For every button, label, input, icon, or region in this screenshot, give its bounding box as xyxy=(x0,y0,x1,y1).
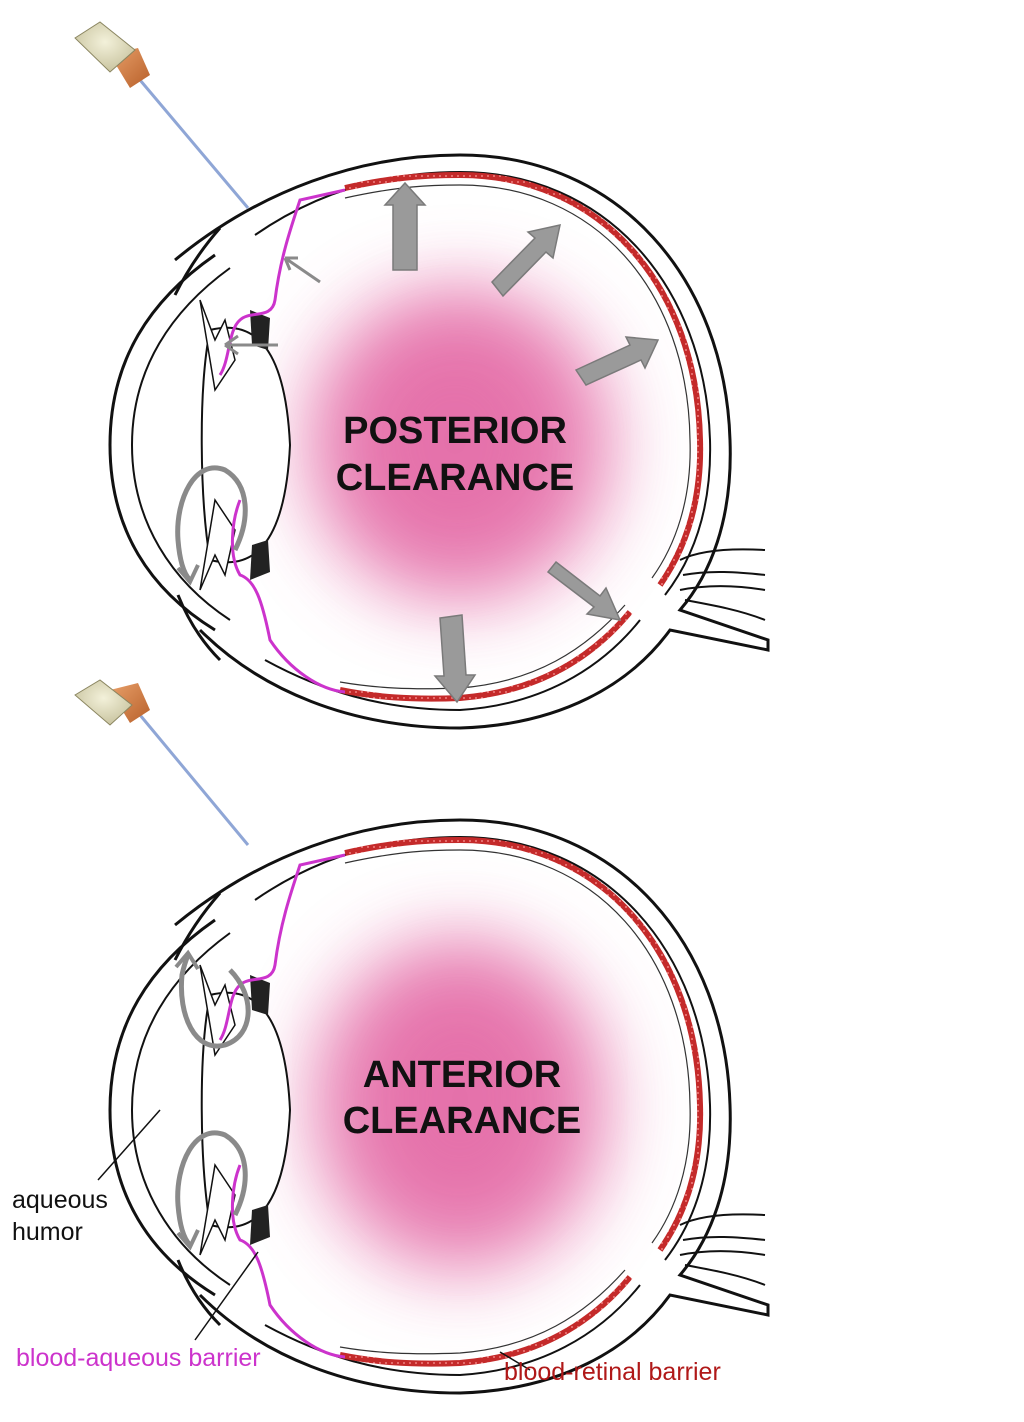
injection-needle-bottom xyxy=(74,679,250,846)
retina-band-lower xyxy=(339,610,633,702)
loop-arrow-lower xyxy=(175,1130,248,1247)
leader-blood-retinal xyxy=(499,1351,531,1371)
upper-eyelid xyxy=(173,892,222,961)
leader-blood-aqueous xyxy=(194,1251,259,1341)
retina-band xyxy=(344,171,704,587)
optic-nerve xyxy=(679,548,766,621)
posterior-outflow-arrows xyxy=(383,181,660,704)
label-blood-retinal-barrier: blood-retinal barrier xyxy=(504,1358,721,1386)
upper-eyelid xyxy=(173,227,222,296)
arrow-to-iris-upper xyxy=(283,256,321,284)
anterior-outflow-arrows xyxy=(175,256,321,586)
cornea-inner xyxy=(130,267,231,621)
label-aqueous-line1: aqueous xyxy=(12,1186,108,1214)
arrow-to-ciliary xyxy=(224,334,278,356)
eye-diagram-bottom: ANTERIOR CLEARANCE xyxy=(108,818,770,1395)
blood-aqueous-barrier xyxy=(218,853,346,1359)
eye-diagram-top: POSTERIOR CLEARANCE xyxy=(108,153,770,730)
label-blood-aqueous-barrier: blood-aqueous barrier xyxy=(16,1344,261,1372)
panel-title-line2: CLEARANCE xyxy=(336,457,575,499)
label-aqueous-line2: humor xyxy=(12,1218,83,1246)
loop-arrow-lower xyxy=(175,465,248,582)
retina-band xyxy=(344,836,704,1252)
lower-eyelid xyxy=(176,594,222,662)
iris-lower xyxy=(199,1163,236,1256)
cornea xyxy=(108,918,216,1297)
leader-aqueous xyxy=(97,1109,161,1181)
lower-eyelid xyxy=(176,1259,222,1327)
iris-upper xyxy=(199,964,236,1057)
loop-arrowhead-upper xyxy=(174,949,200,971)
ciliary-lower xyxy=(250,1205,270,1245)
cornea xyxy=(108,253,216,632)
arrow-down-right xyxy=(546,560,622,621)
anterior-outflow-arrows xyxy=(174,949,251,1251)
retina-inner-line xyxy=(339,184,691,690)
injection-needle-top xyxy=(74,21,250,209)
arrow-down xyxy=(433,614,477,704)
iris-upper xyxy=(199,299,236,392)
retina-band-lower xyxy=(339,1275,633,1367)
panel-title-line1: POSTERIOR xyxy=(343,410,567,452)
panel-title-line1: ANTERIOR xyxy=(363,1054,561,1096)
optic-nerve xyxy=(679,1213,766,1286)
iris-lower xyxy=(199,498,236,591)
loop-arrowhead-lower xyxy=(176,1229,200,1251)
retina-inner-line xyxy=(339,849,691,1355)
sclera-outline xyxy=(174,818,770,1395)
loop-arrow-upper xyxy=(178,954,251,1049)
drug-cloud-core xyxy=(355,975,565,1225)
ciliary-lower xyxy=(250,540,270,580)
panel-title-line2: CLEARANCE xyxy=(343,1100,582,1142)
arrow-right xyxy=(574,336,660,386)
arrow-up xyxy=(383,181,427,271)
ciliary-upper xyxy=(250,310,270,350)
arrow-up-right xyxy=(491,224,561,298)
ciliary-upper xyxy=(250,975,270,1015)
sclera-outline xyxy=(174,153,770,730)
drug-cloud-core xyxy=(345,320,565,560)
loop-arrowhead xyxy=(176,564,200,586)
